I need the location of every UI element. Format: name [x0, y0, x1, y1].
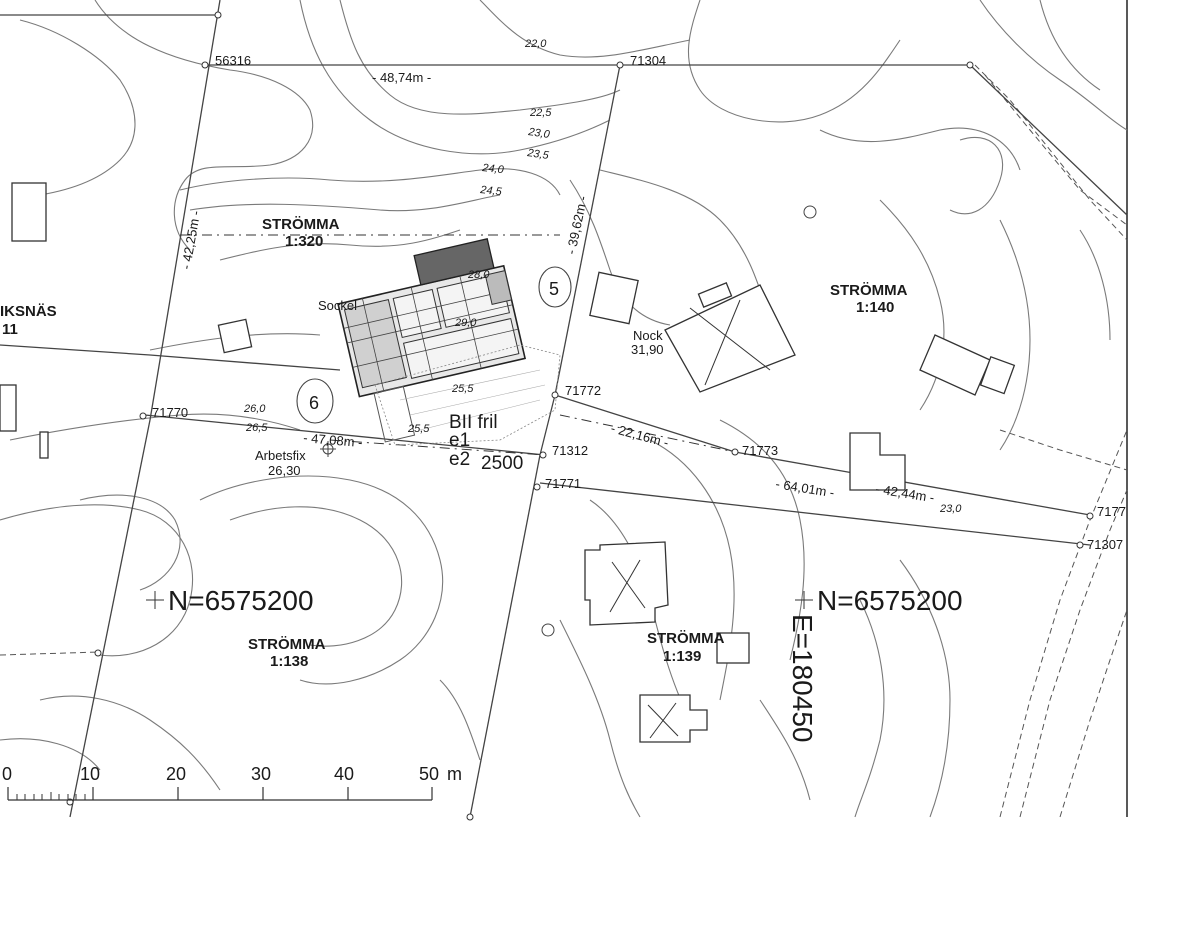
elevation-24-0: 24,0: [481, 162, 505, 176]
elevation-23-0-b: 23,0: [939, 503, 962, 515]
elevation-25-5-a: 25,5: [451, 383, 474, 395]
elevation-22-5: 22,5: [529, 107, 552, 119]
estate-label-strm-140: STRÖMMA: [830, 282, 908, 299]
point-label-71771: 71771: [545, 476, 581, 491]
north-coordinate-left: N=6575200: [168, 585, 314, 616]
building-southwest-small: [639, 694, 708, 743]
scale-tick-30: 30: [251, 764, 271, 784]
dimension-48-74: - 48,74m -: [372, 70, 431, 85]
marker-5-label: 5: [549, 279, 559, 299]
building-southeast: [849, 432, 906, 491]
estate-label-strm-138: STRÖMMA: [248, 636, 326, 653]
marker-6-label: 6: [309, 393, 319, 413]
estate-labels: STRÖMMA 1:320 STRÖMMA 1:140 STRÖMMA 1:13…: [0, 216, 908, 670]
survey-point-labels: 56316 71304 71772 71770 71312 71773 7177…: [152, 53, 1126, 552]
scale-tick-10: 10: [80, 764, 100, 784]
building-east: [919, 334, 991, 396]
east-coordinate: E=180450: [787, 614, 818, 742]
estate-number-139: 1:139: [663, 648, 701, 665]
estate-label-iksnas: IKSNÄS: [0, 303, 57, 320]
elevation-28-0: 28,0: [467, 269, 490, 281]
scale-bar: 0 10 20 30 40 50 m: [2, 764, 462, 801]
building-west: [11, 182, 47, 242]
elevation-23-0: 23,0: [527, 126, 552, 141]
arbetsfix-value: 26,30: [268, 463, 301, 478]
parcel-boundaries: [0, 0, 1128, 818]
elevation-29-0: 29,0: [454, 317, 477, 329]
elevation-26-5: 26,5: [245, 422, 268, 434]
building-east-annex: [979, 355, 1016, 395]
point-label-71773: 71773: [742, 443, 778, 458]
estate-number-320: 1:320: [285, 233, 323, 250]
scale-unit: m: [447, 764, 462, 784]
scale-tick-20: 20: [166, 764, 186, 784]
estate-number-140: 1:140: [856, 299, 894, 316]
coordinate-labels: N=6575200 N=6575200 E=180450: [146, 585, 963, 742]
arbetsfix-label: Arbetsfix: [255, 448, 306, 463]
annotations: Nock 31,90 Arbetsfix 26,30 Sockel BII fr…: [255, 279, 664, 478]
point-label-71312: 71312: [552, 443, 588, 458]
elevation-23-5: 23,5: [526, 147, 551, 162]
zone-area-label: 2500: [481, 453, 523, 474]
point-label-71307: 71307: [1087, 537, 1123, 552]
estate-number-iksnas: 11: [2, 321, 18, 338]
estate-label-strm-320: STRÖMMA: [262, 216, 340, 233]
zone-e2-label: e2: [449, 449, 470, 470]
roads: [0, 64, 1128, 818]
elevation-25-5-b: 25,5: [407, 423, 430, 435]
estate-number-138: 1:138: [270, 653, 308, 670]
elevation-24-5: 24,5: [479, 184, 503, 198]
scale-tick-50: 50: [419, 764, 439, 784]
dimension-lines: [180, 234, 736, 456]
dimension-47-08: - 47,08m -: [303, 430, 363, 450]
proposed-house: [337, 238, 527, 443]
building-shed: [589, 271, 639, 325]
point-label-7177: 7177: [1097, 504, 1126, 519]
scale-tick-40: 40: [334, 764, 354, 784]
point-label-56316: 56316: [215, 53, 251, 68]
elevation-labels: 22,0 22,5 23,0 23,5 24,0 24,5 26,0 26,5 …: [243, 38, 962, 515]
building-nock: [664, 282, 796, 393]
buildings: [0, 182, 1016, 743]
zone-bii-label: BII fril: [449, 412, 498, 433]
north-coordinate-right: N=6575200: [817, 585, 963, 616]
building-south: [584, 541, 669, 626]
building-edge: [0, 384, 17, 432]
zone-e1-label: e1: [449, 430, 470, 451]
estate-label-strm-139: STRÖMMA: [647, 630, 725, 647]
sockel-label: Sockel: [318, 298, 357, 313]
scale-tick-0: 0: [2, 764, 12, 784]
building-small-2: [716, 632, 750, 664]
elevation-22-0: 22,0: [524, 38, 547, 50]
markers: [296, 205, 817, 637]
elevation-26-0: 26,0: [243, 403, 266, 415]
point-label-71304: 71304: [630, 53, 666, 68]
point-label-71770: 71770: [152, 405, 188, 420]
point-label-71772: 71772: [565, 383, 601, 398]
terrace-area: [374, 344, 561, 446]
survey-points: [66, 11, 1094, 821]
building-small-1: [217, 318, 253, 354]
nock-value: 31,90: [631, 342, 664, 357]
nock-label: Nock: [633, 328, 663, 343]
building-sliver: [39, 431, 49, 459]
